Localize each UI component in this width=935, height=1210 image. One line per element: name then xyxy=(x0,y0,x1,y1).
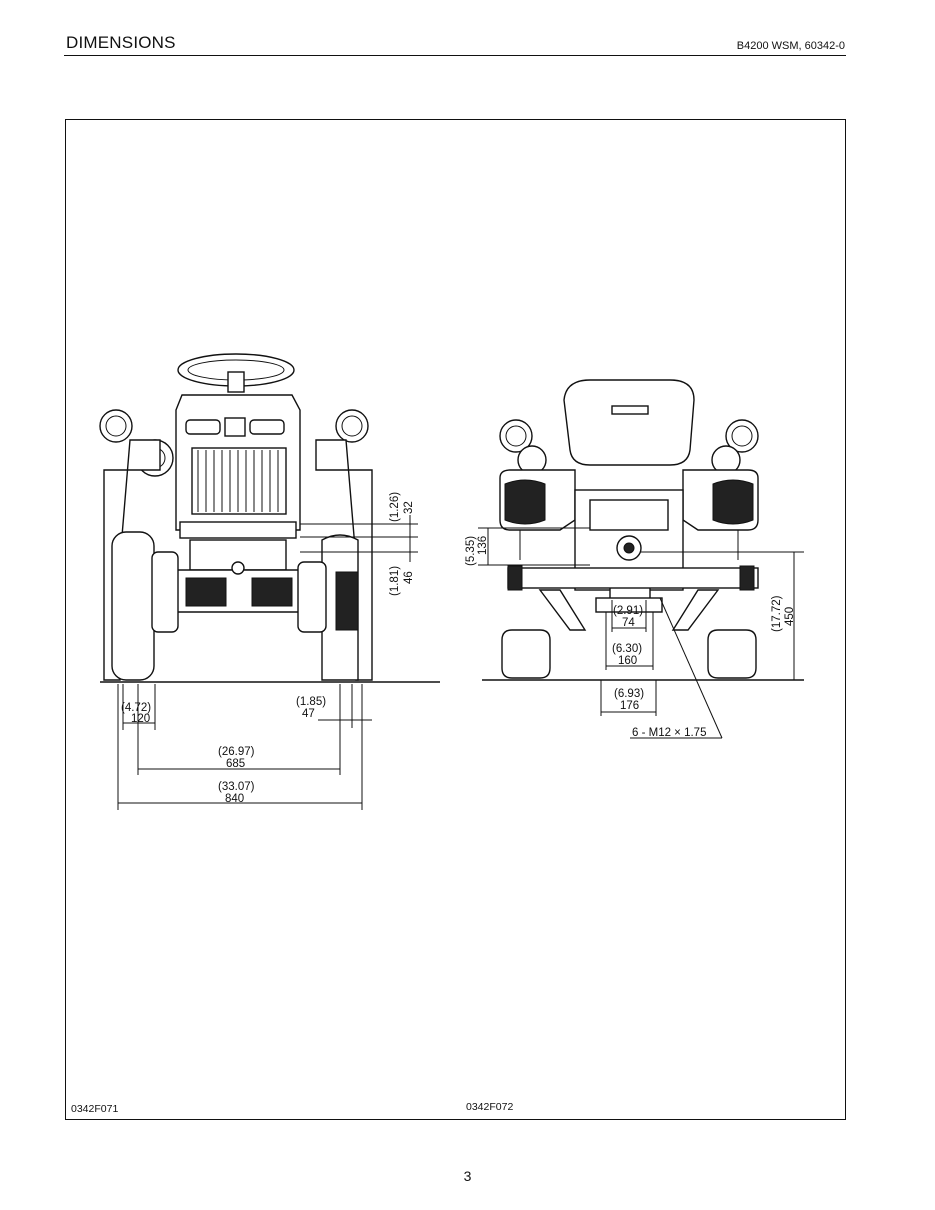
rear-dim-1-mm: 136 xyxy=(477,536,489,555)
front-dim-5-mm: 685 xyxy=(226,758,245,770)
right-headlamp-icon xyxy=(335,409,369,443)
front-dim-1-in: (1.26) xyxy=(389,492,401,522)
rear-dim-3-mm: 74 xyxy=(622,617,635,629)
rear-dim-3-in: (2.91) xyxy=(613,605,643,617)
front-dim-3-in: (4.72) xyxy=(121,702,151,714)
front-dim-2-mm: 46 xyxy=(403,571,415,584)
page-number: 3 xyxy=(463,1168,472,1184)
front-dim-4-mm: 47 xyxy=(302,708,315,720)
left-front-tire-icon xyxy=(111,531,155,681)
front-axle-icon xyxy=(159,569,321,613)
rear-dim-2-in: (17.72) xyxy=(771,595,783,632)
rear-axle-icon xyxy=(507,567,759,589)
right-rear-tire-icon xyxy=(707,629,757,679)
front-dim-3-mm: 120 xyxy=(131,713,150,725)
front-view-dimensions: (1.26) 32 (1.81) 46 (4.72) 120 (1.85) 47… xyxy=(117,492,418,810)
bolt-callout: 6 - M12 × 1.75 xyxy=(632,727,706,739)
left-headlamp-icon xyxy=(99,409,133,443)
seat-icon xyxy=(563,379,695,466)
rear-figure-code: 0342F072 xyxy=(466,1101,514,1113)
front-view-drawing xyxy=(99,353,440,683)
left-rear-lamp-icon xyxy=(499,419,533,453)
rear-dim-5-in: (6.93) xyxy=(614,688,644,700)
front-figure-code: 0342F071 xyxy=(71,1103,119,1115)
rear-view-dimensions: (5.35) 136 (17.72) 450 (2.91) 74 (6.30) … xyxy=(465,527,804,739)
rear-dim-4-in: (6.30) xyxy=(612,643,642,655)
front-dim-4-in: (1.85) xyxy=(296,696,326,708)
rear-dim-4-mm: 160 xyxy=(618,655,637,667)
front-dim-6-in: (33.07) xyxy=(218,781,255,793)
front-dim-5-in: (26.97) xyxy=(218,746,255,758)
section-title: DIMENSIONS xyxy=(66,33,176,52)
rear-dim-1-in: (5.35) xyxy=(465,536,477,566)
rear-view-drawing xyxy=(482,379,804,681)
front-dim-2-in: (1.81) xyxy=(389,566,401,596)
rear-dim-2-mm: 450 xyxy=(784,607,796,626)
header-rule xyxy=(64,55,846,56)
front-dim-6-mm: 840 xyxy=(225,793,244,805)
manual-reference: B4200 WSM, 60342-0 xyxy=(736,40,845,52)
rear-dim-5-mm: 176 xyxy=(620,700,639,712)
figure-frame xyxy=(65,119,846,1120)
front-dim-1-mm: 32 xyxy=(403,501,415,514)
right-rear-lamp-icon xyxy=(725,419,759,453)
left-rear-tire-icon xyxy=(501,629,551,679)
